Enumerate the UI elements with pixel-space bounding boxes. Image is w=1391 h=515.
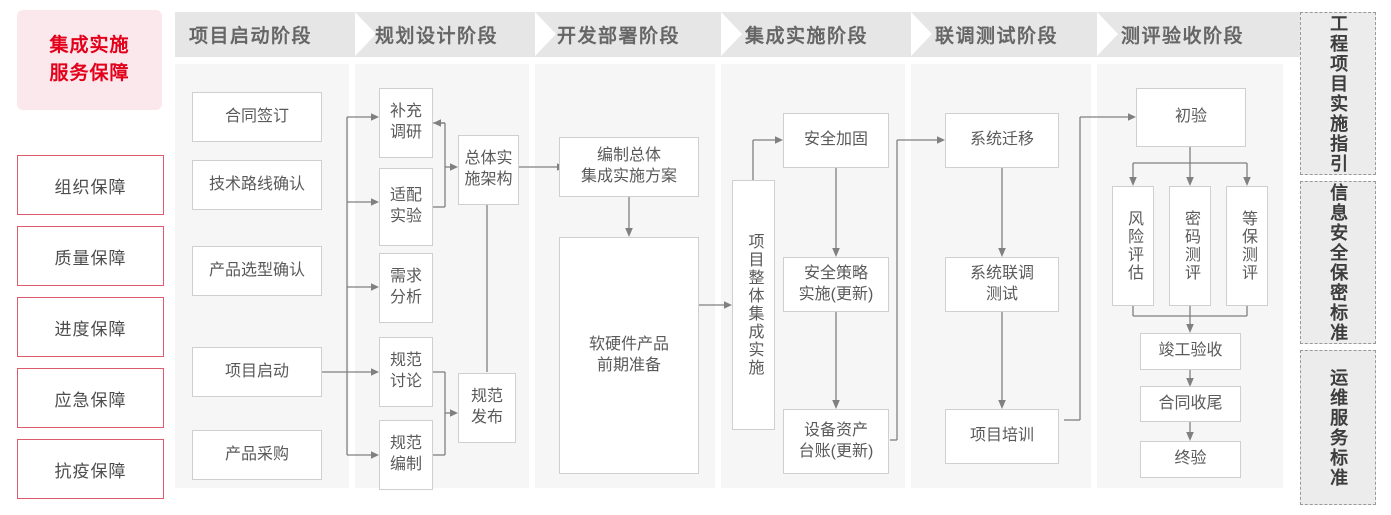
node-label: 需求分析	[389, 268, 422, 306]
node-system-joint-debug-test[interactable]: 系统联调测试	[945, 257, 1059, 312]
node-label: 安全策略实施(更新)	[798, 264, 874, 303]
chevron-notch-icon	[721, 12, 742, 56]
node-label: 编制总体集成实施方案	[580, 147, 677, 185]
node-system-migration[interactable]: 系统迁移	[945, 113, 1059, 168]
chevron-notch-icon	[355, 12, 376, 56]
phase-header-plan-label: 规划设计阶段	[375, 26, 499, 47]
reference-label: 运维服务标准	[1328, 367, 1349, 488]
reference-label: 信息安全保密标准	[1328, 182, 1349, 343]
node-contract-signing[interactable]: 合同签订	[192, 92, 322, 142]
phase-header-start[interactable]: 项目启动阶段	[175, 12, 384, 57]
node-project-training[interactable]: 项目培训	[945, 409, 1059, 464]
node-label: 软硬件产品前期准备	[588, 335, 669, 374]
node-overall-project-integration[interactable]: 项目整体集成实施	[732, 180, 775, 430]
node-asset-ledger-update[interactable]: 设备资产台账(更新)	[783, 409, 889, 474]
reference-engineering-guideline[interactable]: 工程项目实施指引	[1300, 12, 1376, 175]
node-project-kickoff[interactable]: 项目启动	[192, 347, 322, 397]
guarantee-item-quality[interactable]: 质量保障	[17, 226, 164, 286]
node-requirement-analysis[interactable]: 需求分析	[379, 253, 433, 323]
phase-header-deploy[interactable]: 开发部署阶段	[535, 12, 758, 57]
node-label: 规范编制	[389, 435, 422, 473]
reference-security-standard[interactable]: 信息安全保密标准	[1300, 181, 1376, 344]
node-product-procurement[interactable]: 产品采购	[192, 430, 322, 480]
node-security-policy-update[interactable]: 安全策略实施(更新)	[783, 257, 889, 312]
node-overall-implementation-architecture[interactable]: 总体实施架构	[458, 135, 519, 205]
node-label: 补充调研	[389, 103, 422, 141]
node-label: 适配实验	[389, 187, 422, 225]
node-completion-acceptance[interactable]: 竣工验收	[1140, 333, 1241, 370]
node-label: 规范发布	[470, 388, 503, 426]
chevron-notch-icon	[911, 12, 932, 56]
node-tech-route-confirm[interactable]: 技术路线确认	[192, 160, 322, 210]
node-risk-assessment[interactable]: 风险评估	[1112, 186, 1154, 306]
reference-label: 工程项目实施指引	[1328, 13, 1349, 174]
phase-header-test[interactable]: 联调测试阶段	[911, 12, 1136, 57]
node-spec-release[interactable]: 规范发布	[458, 373, 516, 443]
guarantee-title-line1: 集成实施	[49, 35, 130, 57]
node-label: 总体实施架构	[464, 150, 513, 188]
node-draft-overall-integration-plan[interactable]: 编制总体集成实施方案	[559, 137, 699, 197]
guarantee-item-schedule[interactable]: 进度保障	[17, 297, 164, 357]
node-label: 规范讨论	[389, 352, 422, 390]
node-final-acceptance[interactable]: 终验	[1140, 441, 1241, 478]
node-mlps-evaluation[interactable]: 等保测评	[1226, 186, 1268, 306]
node-hw-sw-preparation[interactable]: 软硬件产品前期准备	[559, 237, 699, 474]
node-label: 系统联调测试	[969, 264, 1034, 303]
chevron-notch-icon	[535, 12, 556, 56]
node-cryptography-evaluation[interactable]: 密码测评	[1169, 186, 1211, 306]
phase-header-accept[interactable]: 测评验收阶段	[1097, 12, 1328, 57]
node-spec-drafting[interactable]: 规范编制	[379, 420, 433, 490]
guarantee-item-emergency[interactable]: 应急保障	[17, 368, 164, 428]
guarantee-item-organization[interactable]: 组织保障	[17, 155, 164, 215]
node-contract-closeout[interactable]: 合同收尾	[1140, 386, 1241, 422]
phase-header-start-label: 项目启动阶段	[189, 26, 313, 47]
node-initial-acceptance[interactable]: 初验	[1136, 88, 1246, 147]
node-label: 设备资产台账(更新)	[798, 421, 874, 460]
guarantee-item-epidemic[interactable]: 抗疫保障	[17, 439, 164, 499]
guarantee-title-line2: 服务保障	[49, 63, 130, 84]
phase-header-accept-label: 测评验收阶段	[1121, 26, 1245, 47]
phase-header-plan[interactable]: 规划设计阶段	[355, 12, 570, 57]
guarantee-title-card: 集成实施 服务保障	[17, 10, 162, 110]
node-security-hardening[interactable]: 安全加固	[783, 113, 889, 168]
chevron-notch-icon	[1097, 12, 1118, 56]
node-spec-discussion[interactable]: 规范讨论	[379, 337, 433, 407]
node-adaptation-experiment[interactable]: 适配实验	[379, 168, 433, 246]
phase-header-integ-label: 集成实施阶段	[745, 26, 869, 47]
node-supplementary-research[interactable]: 补充调研	[379, 88, 433, 158]
phase-header-deploy-label: 开发部署阶段	[557, 26, 681, 47]
node-product-selection-confirm[interactable]: 产品选型确认	[192, 246, 322, 296]
reference-ops-service-standard[interactable]: 运维服务标准	[1300, 350, 1376, 505]
phase-header-integ[interactable]: 集成实施阶段	[721, 12, 950, 57]
phase-header-test-label: 联调测试阶段	[935, 26, 1059, 47]
